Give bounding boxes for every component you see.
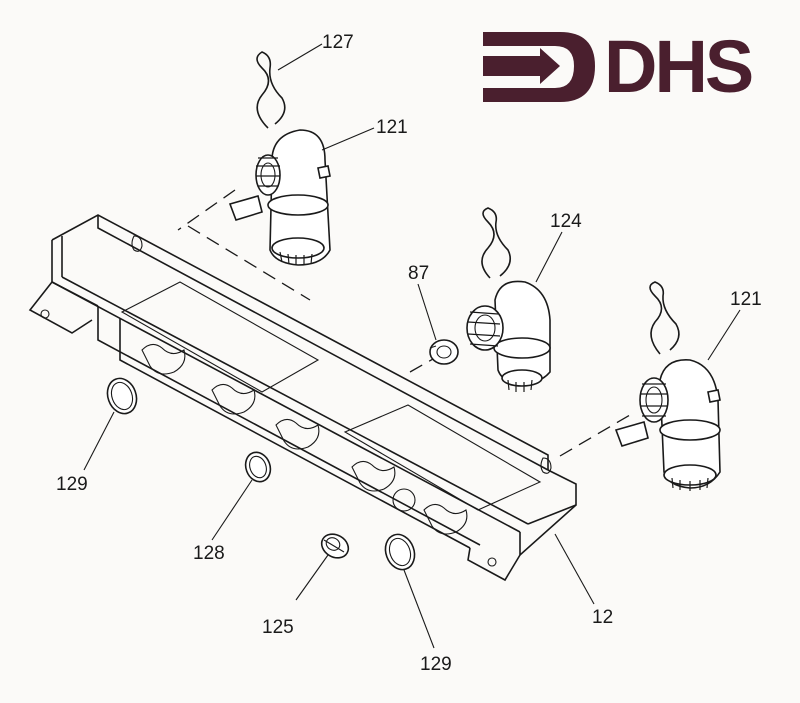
callout-87: 87 [408,263,430,284]
elbow-fitting-124 [466,280,551,392]
o-ring-129-bottom [384,533,416,571]
plug-125 [320,533,350,559]
callout-12: 12 [592,607,614,628]
elbow-fitting-121-right [614,359,721,491]
dhs-logo-emblem [483,32,595,102]
spring-clip-middle [481,207,511,279]
spring-clip-right [649,281,680,355]
callout-129-left: 129 [56,474,88,495]
o-ring-129-left [106,377,138,415]
callout-129-bottom: 129 [420,654,452,675]
spring-clip-127 [256,51,286,129]
callout-121-top: 121 [376,117,408,138]
callout-121-right: 121 [730,289,762,310]
callout-128: 128 [193,543,225,564]
o-ring-128 [244,451,272,483]
elbow-fitting-121-top [228,129,331,266]
dhs-logo-text: DHS [604,25,754,108]
callout-124: 124 [550,211,582,232]
callout-125: 125 [262,617,294,638]
leader-lines [83,43,741,649]
callout-127: 127 [322,32,354,53]
washer-87 [429,339,459,365]
manifold-bracket [28,214,577,582]
